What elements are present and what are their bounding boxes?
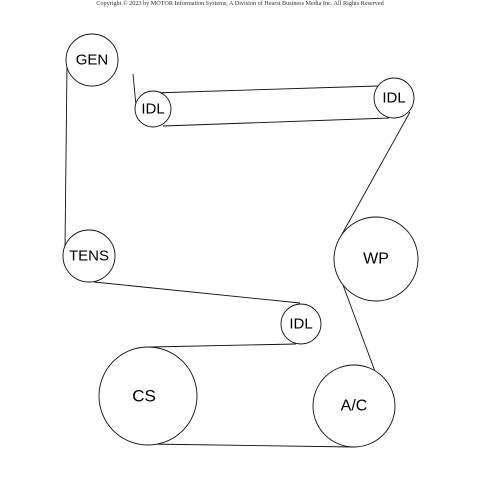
pulley-cs-label: CS: [132, 387, 156, 406]
belt-span-idl1-idl2: [162, 117, 390, 127]
pulley-ac-circle: [312, 364, 396, 448]
pulley-tens-label: TENS: [69, 248, 109, 265]
pulley-idl3-circle: [280, 303, 322, 345]
pulley-idl3-label: IDL: [289, 316, 312, 333]
pulley-ac: A/C: [312, 364, 396, 448]
pulley-gen: GEN: [65, 33, 119, 87]
belt-span-idl3-tens: [93, 281, 301, 304]
belt-span-idl2-wp: [340, 111, 411, 237]
belt-span-ac-cs: [147, 443, 355, 448]
pulley-idl-upper-left: IDL: [134, 90, 172, 128]
copyright-notice: Copyright © 2023 by MOTOR Information Sy…: [96, 0, 384, 7]
pulley-idl2-circle: [373, 77, 415, 119]
pulley-cs: CS: [98, 346, 198, 446]
belt-span-idl2-idl2top: [152, 85, 379, 94]
pulley-idl1-label: IDL: [141, 101, 164, 118]
pulley-wp-circle: [333, 216, 419, 302]
belt-span-cs-idl3: [149, 343, 297, 348]
pulley-idl1-circle: [134, 90, 172, 128]
pulley-wp-label: WP: [363, 251, 389, 268]
pulley-cs-circle: [98, 346, 198, 446]
pulley-tens: TENS: [62, 229, 116, 283]
pulley-idl-upper-right: IDL: [373, 77, 415, 119]
pulley-idl-lower: IDL: [280, 303, 322, 345]
pulley-ac-label: A/C: [341, 398, 368, 415]
pulley-tens-circle: [62, 229, 116, 283]
pulley-idl2-label: IDL: [382, 90, 405, 107]
pulley-gen-circle: [65, 33, 119, 87]
pulley-gen-label: GEN: [76, 52, 109, 69]
belt-span-tens-gen: [64, 63, 68, 250]
pulley-wp: WP: [333, 216, 419, 302]
